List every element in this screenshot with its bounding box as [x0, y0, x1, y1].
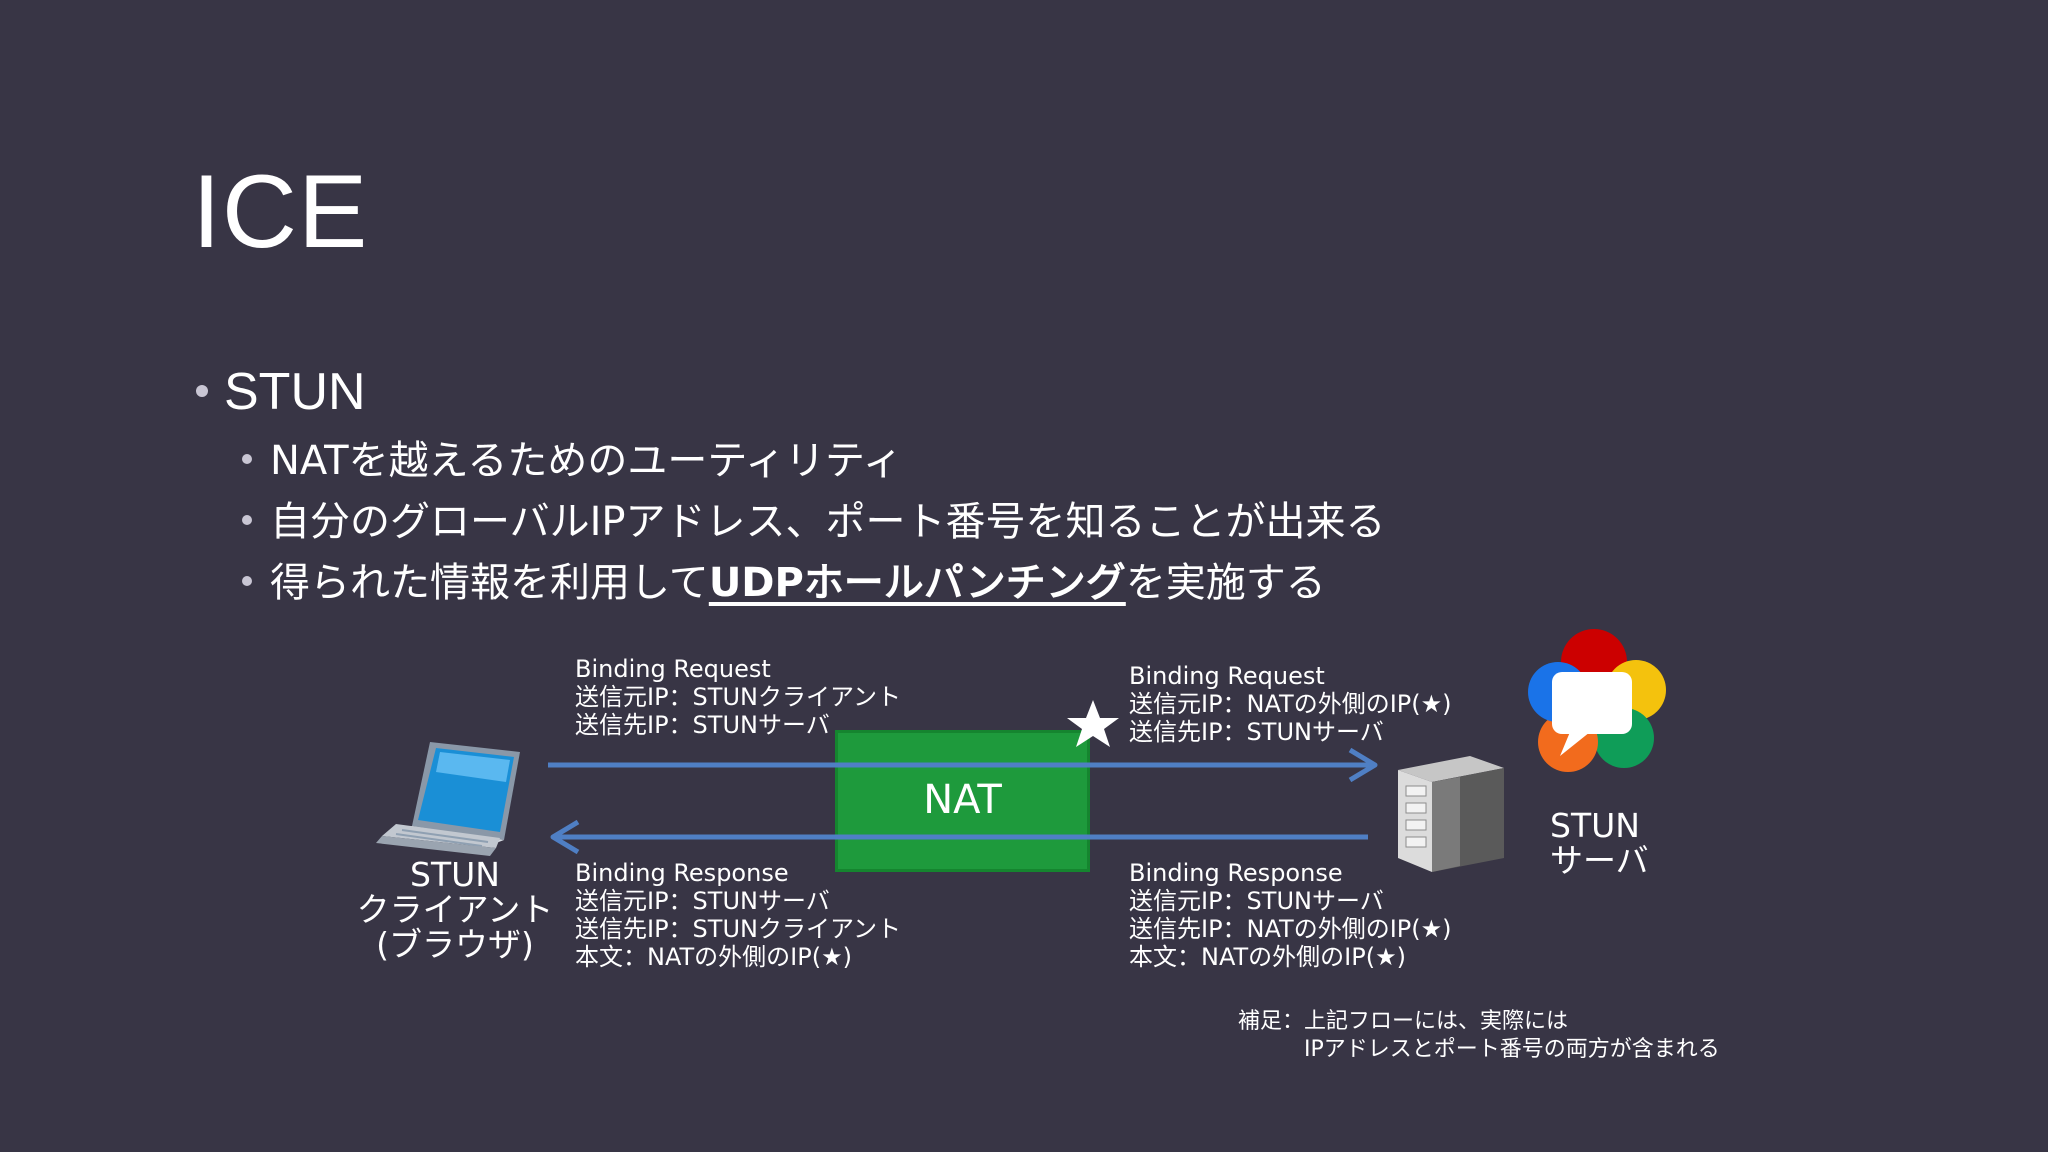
laptop-icon: [376, 742, 520, 856]
client-label-line-3: (ブラウザ): [376, 925, 534, 964]
left-request-line-3: 送信先IP：STUNサーバ: [575, 711, 830, 739]
server-label: STUN サーバ: [1550, 808, 1649, 878]
star-icon: [1067, 700, 1119, 747]
right-response-line-3: 送信先IP：NATの外側のIP(★): [1129, 915, 1452, 943]
note-line-1: 補足：上記フローには、実際には: [1238, 1009, 1569, 1034]
response-arrow: [550, 819, 1368, 855]
server-label-line-1: STUN: [1550, 806, 1640, 845]
client-label: STUN クライアント (ブラウザ): [345, 857, 565, 962]
nat-label: NAT: [923, 777, 1002, 823]
right-response-line-1: Binding Response: [1129, 859, 1343, 887]
sub-bullet-2: 自分のグローバルIPアドレス、ポート番号を知ることが出来る: [242, 502, 1386, 542]
right-response-line-2: 送信元IP：STUNサーバ: [1129, 887, 1384, 915]
sub-bullet-3: 得られた情報を利用してUDPホールパンチングを実施する: [242, 563, 1326, 603]
server-icon: [1398, 756, 1504, 872]
bullet-stun: STUN: [196, 366, 366, 418]
webrtc-logo-icon: [1528, 629, 1666, 772]
left-request-line-1: Binding Request: [575, 655, 771, 683]
left-response-line-4: 本文：NATの外側のIP(★): [575, 943, 852, 971]
right-response-line-4: 本文：NATの外側のIP(★): [1129, 943, 1406, 971]
sub-bullet-3-pre: 得られた情報を利用して: [270, 560, 709, 606]
left-response-line-1: Binding Response: [575, 859, 789, 887]
bullet-dot: [242, 454, 252, 464]
note-line-2: IPアドレスとポート番号の両方が含まれる: [1304, 1037, 1720, 1062]
right-request-line-1: Binding Request: [1129, 662, 1325, 690]
left-response-line-2: 送信元IP：STUNサーバ: [575, 887, 830, 915]
right-request-text: Binding Request 送信元IP：NATの外側のIP(★) 送信先IP…: [1129, 662, 1452, 746]
client-label-line-2: クライアント: [356, 890, 554, 929]
left-request-text: Binding Request 送信元IP：STUNクライアント 送信先IP：S…: [575, 655, 901, 739]
bullet-stun-label: STUN: [224, 363, 366, 421]
bullet-dot: [242, 515, 252, 525]
right-request-line-3: 送信先IP：STUNサーバ: [1129, 718, 1384, 746]
sub-bullet-2-text: 自分のグローバルIPアドレス、ポート番号を知ることが出来る: [270, 499, 1386, 545]
client-label-line-1: STUN: [410, 855, 500, 894]
sub-bullet-1: NATを越えるためのユーティリティ: [242, 441, 903, 481]
bullet-dot: [196, 385, 208, 398]
bullet-dot: [242, 576, 252, 586]
supplementary-note: 補足：上記フローには、実際には IPアドレスとポート番号の両方が含まれる: [1238, 1008, 1720, 1064]
udp-hole-punching-link: UDPホールパンチング: [708, 560, 1126, 606]
request-arrow: [548, 747, 1378, 783]
sub-bullet-1-text: NATを越えるためのユーティリティ: [270, 438, 903, 484]
slide-title: ICE: [192, 154, 369, 270]
right-request-line-2: 送信元IP：NATの外側のIP(★): [1129, 690, 1452, 718]
nat-box: [835, 730, 1090, 872]
left-request-line-2: 送信元IP：STUNクライアント: [575, 683, 902, 711]
sub-bullet-3-post: を実施する: [1125, 560, 1326, 606]
left-response-text: Binding Response 送信元IP：STUNサーバ 送信先IP：STU…: [575, 859, 901, 971]
right-response-text: Binding Response 送信元IP：STUNサーバ 送信先IP：NAT…: [1129, 859, 1452, 971]
left-response-line-3: 送信先IP：STUNクライアント: [575, 915, 902, 943]
server-label-line-2: サーバ: [1550, 841, 1649, 880]
